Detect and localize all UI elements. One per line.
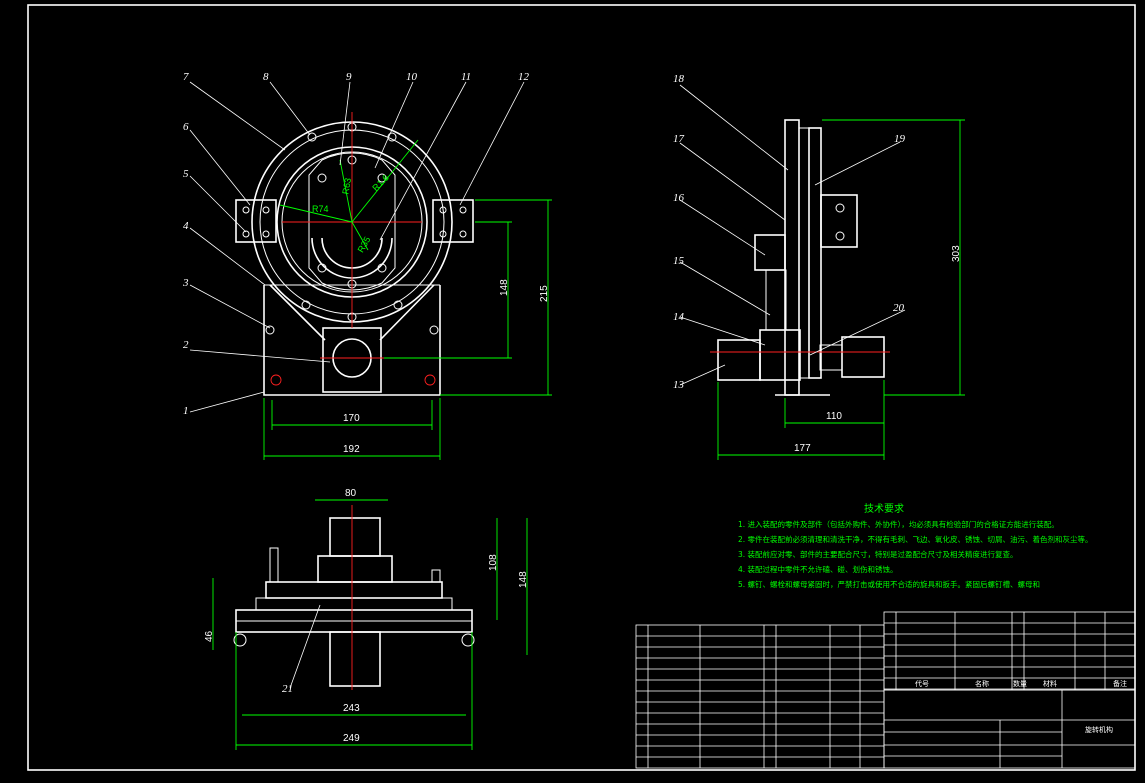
tech-requirement-4: 4. 装配过程中零件不允许磕、碰、划伤和锈蚀。	[738, 564, 898, 574]
dim-249: 249	[343, 733, 360, 744]
part-number-18: 18	[673, 73, 685, 85]
dim-177: 177	[794, 443, 811, 454]
dim-46: 46	[204, 630, 215, 642]
part-number-10: 10	[406, 71, 418, 83]
side-view: 110 177 303 18 17 16 15 14 13 19 20	[673, 73, 965, 460]
dim-r-small: R1.6	[370, 173, 391, 194]
bom-header-name: 名称	[975, 679, 989, 688]
part-number-5: 5	[183, 168, 189, 180]
front-view: R74 R63 R35 R1.6 170 192 148 215	[182, 71, 552, 460]
part-number-13: 13	[673, 379, 685, 391]
dim-r74: R74	[312, 204, 329, 214]
dim-192: 192	[343, 444, 360, 455]
tech-requirement-1: 1. 进入装配的零件及部件（包括外购件、外协件），均必须具有检验部门的合格证方能…	[738, 519, 1059, 529]
dim-108: 108	[488, 554, 499, 571]
part-number-16: 16	[673, 192, 685, 204]
dim-243: 243	[343, 703, 360, 714]
tech-requirement-5: 5. 螺钉、螺栓和螺母紧固时，严禁打击或使用不合适的旋具和扳手。紧固后螺钉槽、螺…	[738, 579, 1040, 589]
dim-148: 148	[499, 279, 510, 296]
top-view: 80 108 148 46 243 249 21	[204, 488, 529, 750]
bom-header-code: 代号	[915, 679, 929, 688]
part-number-2: 2	[183, 339, 189, 351]
part-number-15: 15	[673, 255, 685, 267]
dim-170: 170	[343, 413, 360, 424]
part-number-20: 20	[893, 302, 905, 314]
part-number-19: 19	[894, 133, 906, 145]
part-number-17: 17	[673, 133, 685, 145]
drawing-name: 旋转机构	[1085, 725, 1113, 734]
part-number-7: 7	[183, 71, 189, 83]
part-number-21: 21	[282, 683, 293, 695]
part-number-3: 3	[182, 277, 189, 289]
tech-requirement-2: 2. 零件在装配前必须清理和清洗干净，不得有毛刺、飞边、氧化皮、锈蚀、切屑、油污…	[738, 534, 1093, 544]
dim-110: 110	[826, 411, 842, 422]
tech-requirement-3: 3. 装配前应对零、部件的主要配合尺寸，特别是过盈配合尺寸及相关精度进行复查。	[738, 549, 1018, 559]
dim-r35: R35	[356, 235, 373, 254]
tech-requirements: 技术要求 1. 进入装配的零件及部件（包括外购件、外协件），均必须具有检验部门的…	[738, 502, 1093, 589]
dim-215: 215	[539, 285, 550, 302]
dim-80: 80	[345, 488, 357, 499]
sheet-border	[27, 4, 1136, 771]
part-number-1: 1	[183, 405, 189, 417]
title-block: 代号 名称 数量 材料 备注 旋转机构	[635, 611, 1136, 769]
bom-header-qty: 数量	[1013, 679, 1027, 688]
part-number-11: 11	[461, 71, 471, 83]
dim-r63: R63	[340, 177, 353, 195]
bom-header-remark: 备注	[1113, 679, 1127, 688]
part-number-4: 4	[183, 220, 189, 232]
part-number-14: 14	[673, 311, 685, 323]
dim-148-top: 148	[518, 571, 529, 588]
part-number-6: 6	[183, 121, 189, 133]
bom-header-material: 材料	[1043, 679, 1057, 688]
dim-303: 303	[951, 245, 962, 262]
part-number-9: 9	[346, 71, 352, 83]
tech-requirements-title: 技术要求	[864, 502, 904, 515]
part-number-8: 8	[263, 71, 269, 83]
part-number-12: 12	[518, 71, 530, 83]
